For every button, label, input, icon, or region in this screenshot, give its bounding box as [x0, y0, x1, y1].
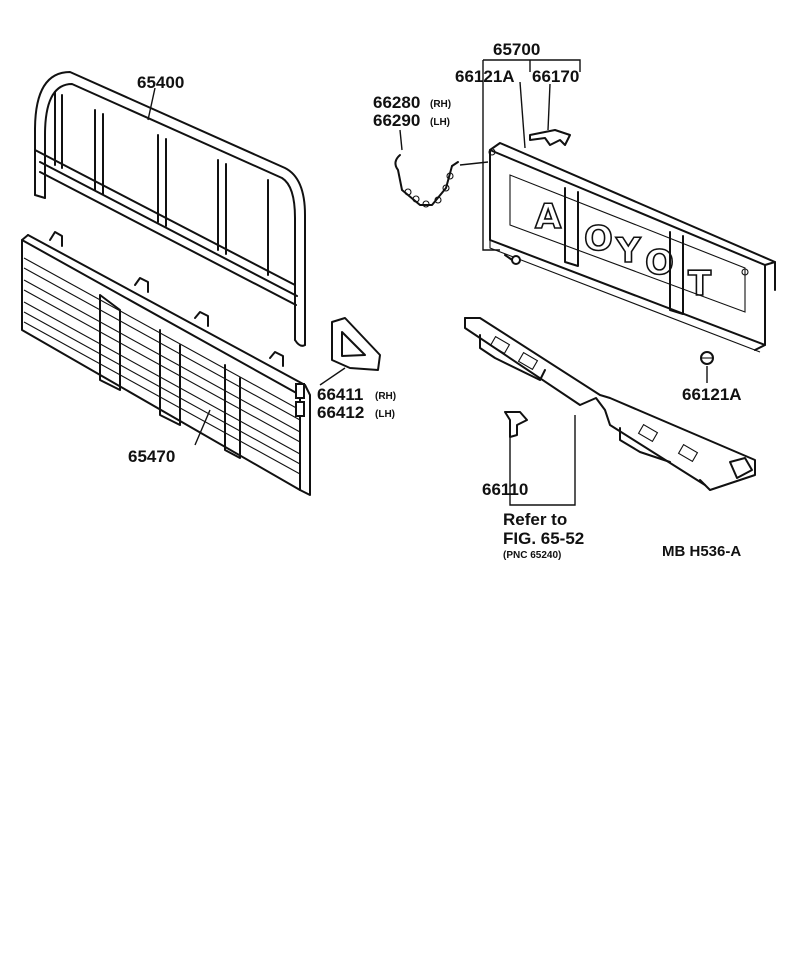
part-labels: 65400 65700 66121A 66170 66280 (RH) 6629… — [128, 40, 742, 561]
bolt-66121a-lower-left — [504, 254, 521, 265]
label-66280: 66280 — [373, 93, 420, 112]
refer-fig-text: FIG. 65-52 — [503, 529, 584, 548]
label-65700: 65700 — [493, 40, 540, 59]
leader-lines — [147, 59, 708, 506]
label-66121a-top: 66121A — [455, 67, 515, 86]
label-66280-side: (RH) — [430, 99, 451, 110]
label-66110: 66110 — [482, 480, 528, 499]
label-66411: 66411 — [317, 385, 363, 404]
tailgate-chain-66280-66290 — [394, 154, 459, 208]
label-66121a-bottom: 66121A — [682, 385, 742, 404]
tailgate-lettering: A O Y O T — [534, 196, 713, 305]
label-66290-side: (LH) — [430, 117, 450, 128]
tailgate-letter-a: A — [535, 197, 562, 237]
rack-guard-65400 — [34, 71, 306, 347]
clip-66110 — [504, 411, 528, 438]
label-66412-side: (LH) — [375, 409, 395, 420]
tailgate-letter-t: T — [688, 264, 712, 304]
tailgate-letter-o1: O — [584, 219, 613, 259]
label-65470: 65470 — [128, 447, 175, 466]
label-66170: 66170 — [532, 67, 579, 86]
refer-pnc-text: (PNC 65240) — [503, 550, 561, 561]
label-66411-side: (RH) — [375, 391, 396, 402]
label-65400: 65400 — [137, 73, 184, 92]
tailgate-letter-o2: O — [645, 243, 674, 283]
label-66412: 66412 — [317, 403, 364, 422]
label-66290: 66290 — [373, 111, 420, 130]
refer-to-text: Refer to — [503, 510, 567, 529]
rear-cross-member — [464, 317, 756, 491]
tailgate-65700: A O Y O T — [488, 142, 776, 353]
corner-bracket-66411-66412 — [331, 317, 381, 371]
tailgate-letter-y: Y — [615, 231, 641, 271]
diagram-code: MB H536-A — [662, 543, 741, 560]
side-panel-65470 — [21, 231, 311, 496]
bolt-66121a-lower-right — [700, 351, 714, 365]
tailgate-hinge-66170 — [529, 129, 571, 146]
